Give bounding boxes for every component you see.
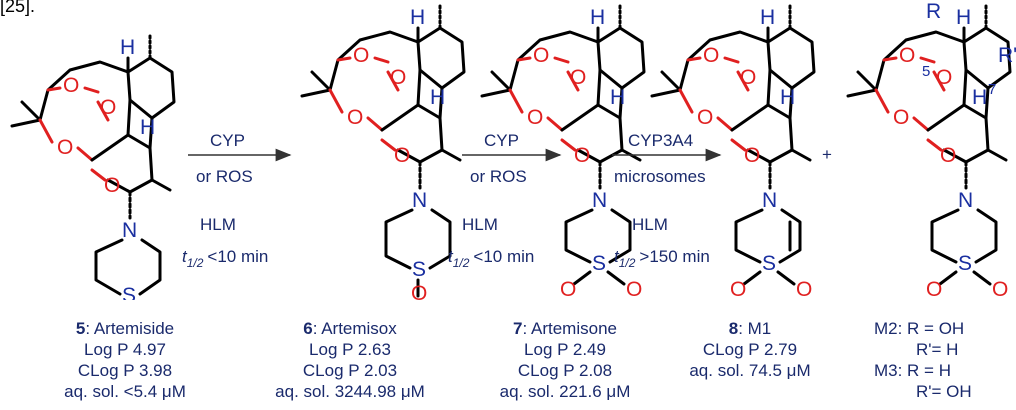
svg-text:S: S xyxy=(592,252,606,275)
m23-oxygen-left: O xyxy=(926,278,942,300)
svg-text:O: O xyxy=(570,66,586,89)
svg-text:H: H xyxy=(430,86,445,109)
svg-text:H: H xyxy=(120,36,135,59)
arrow2-reagent: CYP xyxy=(484,131,519,150)
hlm-note-1: HLM t1/2<10 min xyxy=(182,215,268,270)
svg-text:O: O xyxy=(353,44,369,67)
caption-m2-m3: M2: R = OH R'= H M3: R = H R'= OH xyxy=(874,319,972,401)
svg-text:S: S xyxy=(958,252,972,275)
svg-text:H: H xyxy=(780,86,795,109)
caption-compound-7: 7: Artemisone Log P 2.49 CLog P 2.08 aq.… xyxy=(499,319,631,401)
svg-text:N: N xyxy=(592,189,607,212)
structure-5: O O O O H H N S xyxy=(10,34,176,300)
svg-text:O: O xyxy=(394,144,410,167)
svg-text:H: H xyxy=(610,86,625,109)
svg-text:O: O xyxy=(940,144,956,167)
svg-text:O: O xyxy=(893,106,909,129)
arrow1-condition: or ROS xyxy=(196,167,253,186)
arrow2-condition: or ROS xyxy=(470,167,527,186)
svg-text:5: 5 xyxy=(922,63,930,80)
svg-text:H: H xyxy=(760,6,775,29)
arrow3-condition: microsomes xyxy=(614,167,706,186)
m1-oxygen-left: O xyxy=(730,278,746,300)
svg-text:H: H xyxy=(972,86,987,109)
hlm-note-3: HLM t1/2>150 min xyxy=(614,215,710,270)
reaction-scheme: O O O O H H N S CYP or ROS O O O O H H N… xyxy=(10,0,1016,300)
r-prime-label: R' xyxy=(998,44,1016,67)
caption-compound-8: 8: M1 CLog P 2.79 aq. sol. 74.5 μM xyxy=(689,319,811,380)
sulfone-oxygen-left: O xyxy=(560,278,576,300)
svg-text:H: H xyxy=(140,116,155,139)
svg-text:7: 7 xyxy=(988,81,996,98)
svg-text:O: O xyxy=(744,144,760,167)
svg-text:HLM: HLM xyxy=(632,215,668,234)
svg-text:S: S xyxy=(762,252,776,275)
svg-text:t1/2<10 min: t1/2<10 min xyxy=(448,247,534,270)
svg-text:O: O xyxy=(104,174,120,197)
svg-text:t1/2<10 min: t1/2<10 min xyxy=(182,247,268,270)
arrow1-reagent: CYP xyxy=(210,131,245,150)
svg-text:O: O xyxy=(697,106,713,129)
svg-text:S: S xyxy=(122,284,136,300)
plus-sign: + xyxy=(822,145,832,164)
arrow3-reagent: CYP3A4 xyxy=(628,131,693,150)
m23-oxygen-right: O xyxy=(992,278,1008,300)
svg-text:O: O xyxy=(100,96,116,119)
svg-text:t1/2>150 min: t1/2>150 min xyxy=(614,247,710,270)
sulfone-oxygen-right: O xyxy=(626,278,642,300)
svg-text:N: N xyxy=(958,189,973,212)
svg-text:H: H xyxy=(410,6,425,29)
svg-text:O: O xyxy=(390,66,406,89)
structure-7: O O O O H H N S xyxy=(480,4,646,286)
svg-text:O: O xyxy=(347,106,363,129)
svg-text:R: R xyxy=(926,0,941,23)
svg-text:N: N xyxy=(122,219,137,242)
text-fragment-top: [25]. xyxy=(0,0,36,16)
structure-m2-m3: O O O O H H 5 7 R N S xyxy=(846,0,1012,286)
svg-text:H: H xyxy=(956,6,971,29)
structure-6: O O O O H H N S xyxy=(300,4,466,298)
svg-text:HLM: HLM xyxy=(200,215,236,234)
svg-text:HLM: HLM xyxy=(462,215,498,234)
svg-text:O: O xyxy=(703,44,719,67)
structure-8: O O O O H H N S xyxy=(650,4,816,286)
svg-text:N: N xyxy=(412,189,427,212)
svg-text:O: O xyxy=(63,74,79,97)
svg-text:S: S xyxy=(412,258,426,281)
sulfoxide-oxygen: O xyxy=(411,282,427,300)
m1-oxygen-right: O xyxy=(796,278,812,300)
svg-text:O: O xyxy=(57,136,73,159)
svg-text:N: N xyxy=(762,189,777,212)
svg-text:H: H xyxy=(590,6,605,29)
svg-text:O: O xyxy=(533,44,549,67)
svg-text:O: O xyxy=(899,44,915,67)
caption-compound-5: 5: Artemiside Log P 4.97 CLog P 3.98 aq.… xyxy=(64,319,186,401)
hlm-note-2: HLM t1/2<10 min xyxy=(448,215,534,270)
svg-text:O: O xyxy=(527,106,543,129)
svg-text:O: O xyxy=(574,144,590,167)
svg-text:O: O xyxy=(740,66,756,89)
caption-compound-6: 6: Artemisox Log P 2.63 CLog P 2.03 aq. … xyxy=(275,319,425,401)
svg-text:O: O xyxy=(936,66,952,89)
